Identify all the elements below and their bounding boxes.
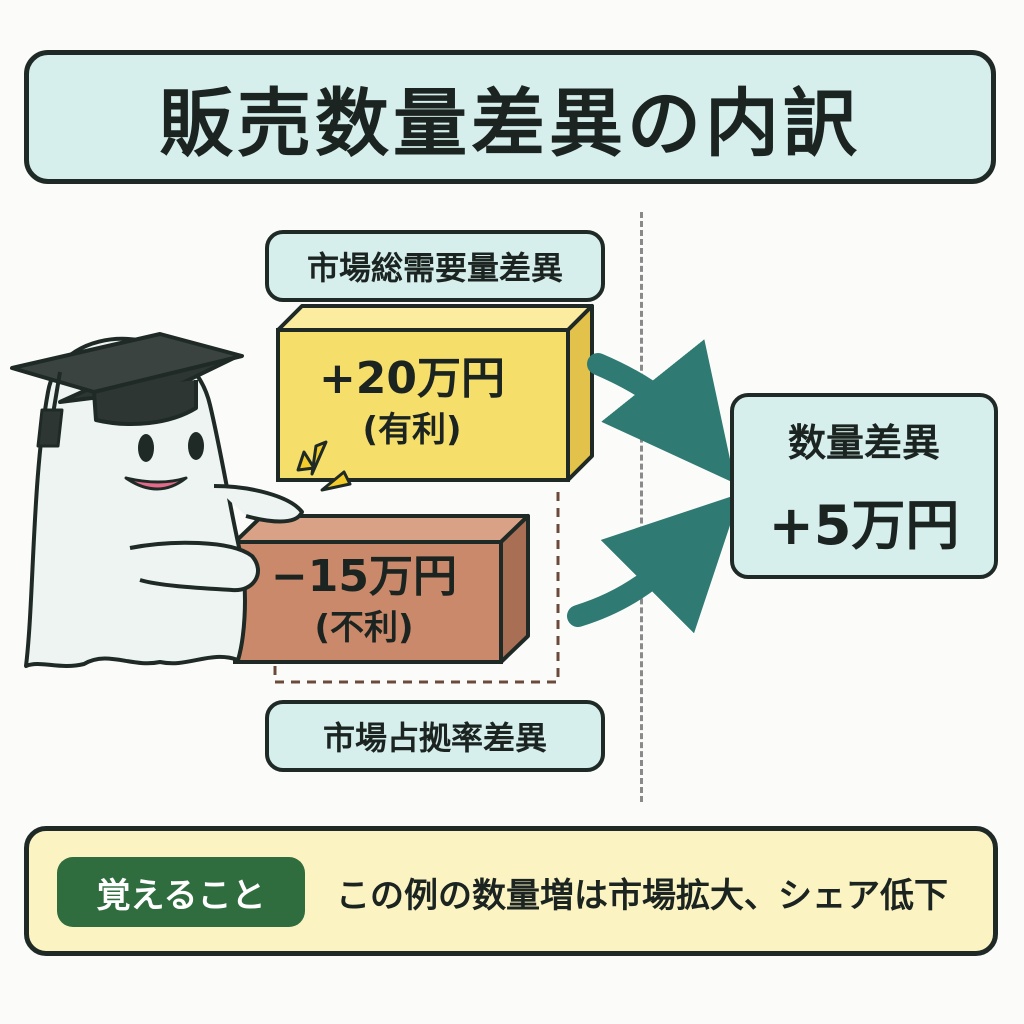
market-demand-variance-label: 市場総需要量差異: [265, 230, 605, 302]
unfavorable-variance-note: (不利): [314, 608, 414, 648]
unfavorable-variance-value: −15万円: [270, 551, 458, 602]
favorable-variance-box: [276, 304, 594, 482]
ghost-mascot-icon: [24, 336, 304, 668]
quantity-variance-result: 数量差異 +5万円: [730, 393, 998, 579]
curved-arrow-icon: [567, 493, 741, 634]
sparkle-icon: [296, 440, 352, 492]
favorable-variance-note: (有利): [362, 410, 462, 450]
page-title: 販売数量差異の内訳: [159, 80, 861, 167]
memo-text: この例の数量増は市場拡大、シェア低下: [336, 875, 948, 916]
memo-badge: 覚えること: [57, 857, 305, 927]
memo-panel: 覚えること この例の数量増は市場拡大、シェア低下: [24, 826, 998, 956]
result-label: 数量差異: [787, 421, 940, 465]
unfavorable-variance-box: [233, 514, 530, 664]
favorable-variance-text: +20万円 (有利): [280, 352, 544, 454]
market-share-variance-label: 市場占拠率差異: [265, 700, 605, 772]
curved-arrow-icon: [587, 339, 736, 484]
result-value: +5万円: [768, 494, 960, 557]
dashed-bracket: [273, 492, 560, 684]
favorable-variance-value: +20万円: [318, 353, 506, 404]
graduation-cap-icon: [10, 332, 244, 448]
title-banner: 販売数量差異の内訳: [24, 50, 996, 184]
unfavorable-variance-text: −15万円 (不利): [238, 550, 490, 652]
